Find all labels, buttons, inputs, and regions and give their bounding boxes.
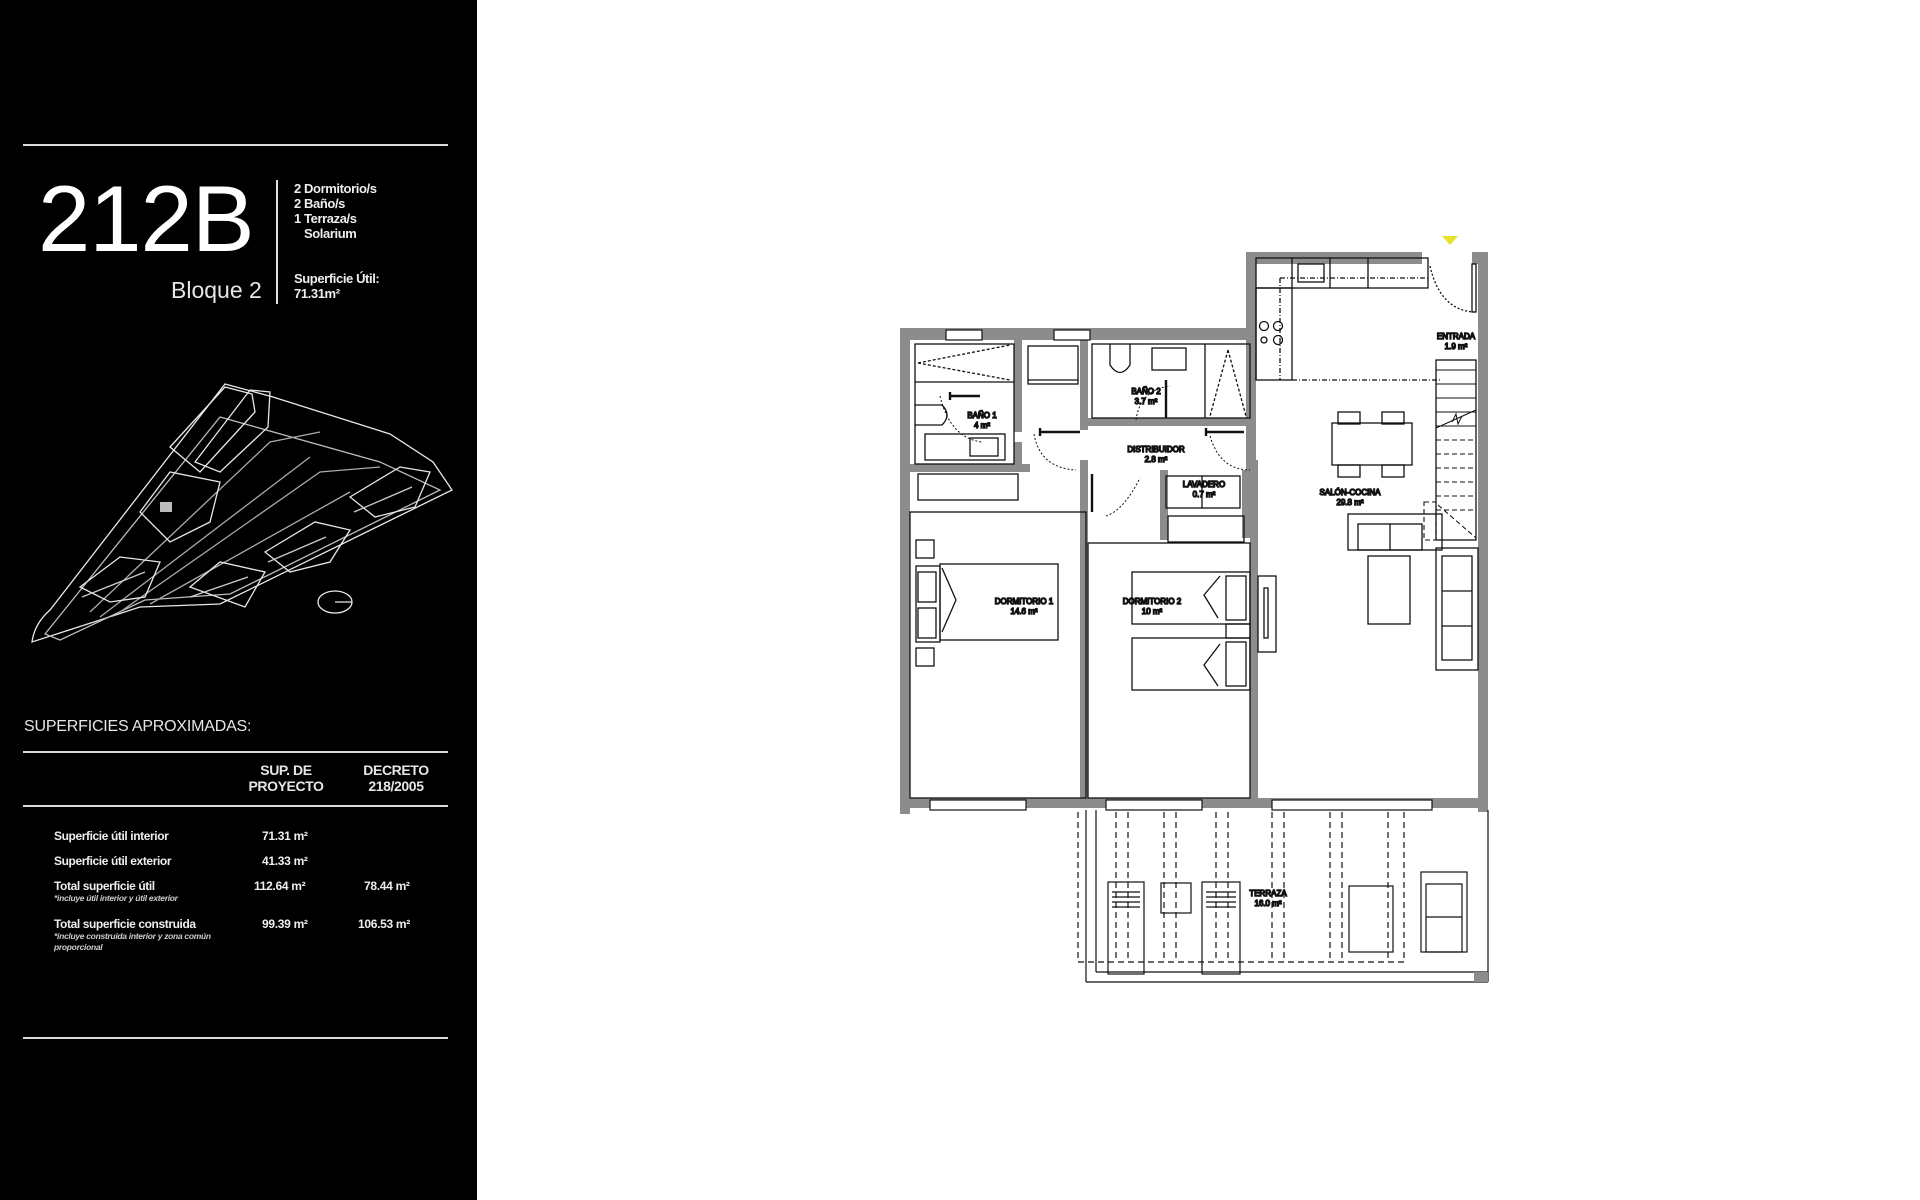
row-value-total-construida-proyecto: 99.39 m² bbox=[262, 917, 308, 931]
feature-bathrooms: 2 Baño/s bbox=[294, 196, 345, 211]
row-label-total-util: Total superficie útil bbox=[54, 879, 155, 893]
unit-code: 212B bbox=[38, 166, 255, 271]
label-bano-1: BAÑO 1 bbox=[967, 411, 997, 420]
row-note-total-construida: *incluye construida interior y zona comú… bbox=[54, 931, 211, 952]
col-header-proyecto-line2: PROYECTO bbox=[248, 778, 324, 794]
room-labels: ENTRADA 1.9 m² BAÑO 1 4 m² BAÑO 2 3.7 m²… bbox=[967, 331, 1477, 908]
useful-area-value: 71.31m² bbox=[294, 286, 340, 301]
useful-area-label: Superficie Útil: bbox=[294, 271, 380, 286]
floor-plan: ENTRADA 1.9 m² BAÑO 1 4 m² BAÑO 2 3.7 m²… bbox=[900, 236, 1489, 983]
area-salon-cocina: 29.8 m² bbox=[1336, 498, 1363, 507]
label-distribuidor: DISTRIBUIDOR bbox=[1127, 445, 1185, 454]
row-value-total-construida-decreto: 106.53 m² bbox=[358, 917, 411, 931]
area-terraza: 16.0 m² bbox=[1254, 899, 1281, 908]
header-separator bbox=[276, 180, 278, 304]
feature-bedrooms: 2 Dormitorio/s bbox=[294, 181, 377, 196]
info-panel: 212B Bloque 2 2 Dormitorio/s 2 Baño/s 1 … bbox=[0, 0, 477, 1200]
row-label-util-interior: Superficie útil interior bbox=[54, 829, 169, 843]
top-divider bbox=[23, 144, 448, 146]
surfaces-title: SUPERFICIES APROXIMADAS: bbox=[24, 718, 252, 735]
unit-features: 2 Dormitorio/s 2 Baño/s 1 Terraza/s Sola… bbox=[294, 181, 377, 241]
col-header-decreto-line1: DECRETO bbox=[363, 762, 429, 778]
terrace bbox=[1077, 810, 1489, 983]
area-bano-2: 3.7 m² bbox=[1135, 397, 1158, 406]
label-terraza: TERRAZA bbox=[1249, 889, 1287, 898]
label-salon-cocina: SALÓN-COCINA bbox=[1320, 488, 1382, 497]
site-map-icon bbox=[31, 383, 453, 643]
block-label: Bloque 2 bbox=[171, 277, 262, 303]
area-dormitorio-2: 10 m² bbox=[1142, 607, 1163, 616]
area-lavadero: 0.7 m² bbox=[1193, 490, 1216, 499]
feature-solarium: Solarium bbox=[304, 226, 357, 241]
col-header-decreto: DECRETO 218/2005 bbox=[346, 762, 446, 794]
windows bbox=[929, 329, 1433, 811]
useful-area: Superficie Útil: 71.31m² bbox=[294, 271, 380, 301]
surfaces-divider-mid bbox=[23, 805, 448, 807]
row-label-total-construida: Total superficie construida bbox=[54, 917, 196, 931]
row-value-util-exterior-proyecto: 41.33 m² bbox=[262, 854, 308, 868]
feature-terraces: 1 Terraza/s bbox=[294, 211, 357, 226]
label-lavadero: LAVADERO bbox=[1183, 480, 1225, 489]
row-value-util-interior-proyecto: 71.31 m² bbox=[262, 829, 308, 843]
col-header-proyecto: SUP. DE PROYECTO bbox=[236, 762, 336, 794]
area-bano-1: 4 m² bbox=[974, 421, 990, 430]
col-header-decreto-line2: 218/2005 bbox=[368, 778, 424, 794]
walls bbox=[900, 252, 1488, 814]
label-dormitorio-1: DORMITORIO 1 bbox=[995, 597, 1054, 606]
row-value-total-util-decreto: 78.44 m² bbox=[364, 879, 410, 893]
area-distribuidor: 2.8 m² bbox=[1145, 455, 1168, 464]
bottom-divider bbox=[23, 1037, 448, 1039]
area-dormitorio-1: 14.6 m² bbox=[1010, 607, 1037, 616]
entrance-marker-icon bbox=[1442, 236, 1458, 245]
col-header-proyecto-line1: SUP. DE bbox=[260, 762, 312, 778]
row-label-util-exterior: Superficie útil exterior bbox=[54, 854, 172, 868]
label-entrada: ENTRADA bbox=[1437, 332, 1476, 341]
surfaces-divider-top bbox=[23, 751, 448, 753]
label-bano-2: BAÑO 2 bbox=[1131, 387, 1161, 396]
label-dormitorio-2: DORMITORIO 2 bbox=[1123, 597, 1182, 606]
row-value-total-util-proyecto: 112.64 m² bbox=[254, 879, 306, 893]
area-entrada: 1.9 m² bbox=[1445, 342, 1468, 351]
row-note-total-util: *incluye útil interior y útil exterior bbox=[54, 893, 178, 903]
